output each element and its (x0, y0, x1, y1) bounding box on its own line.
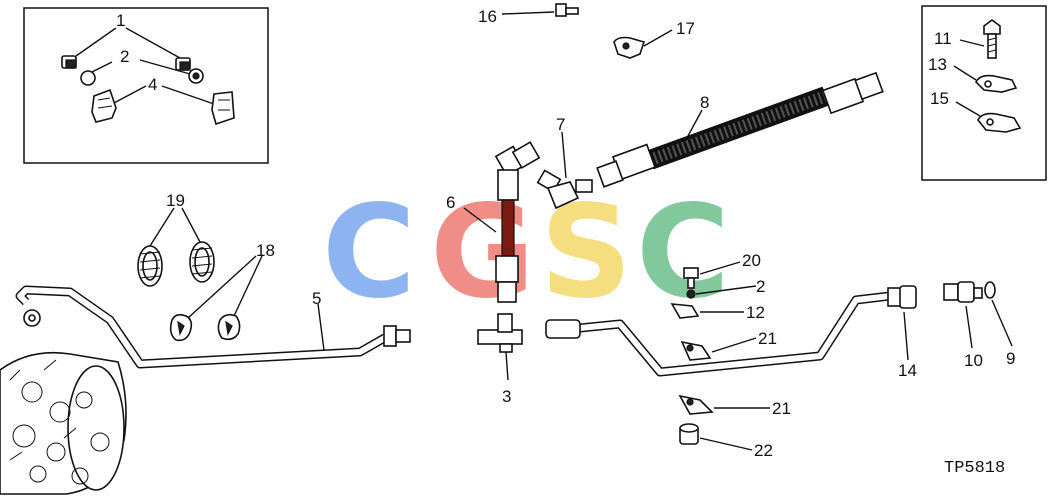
elbow-part-7 (536, 169, 593, 210)
fitting-part-10 (943, 281, 983, 303)
clamp-part-15 (977, 112, 1022, 133)
bolt-part-16 (555, 3, 579, 17)
tube-part-5 (15, 285, 411, 369)
nut-part-22 (679, 423, 699, 445)
washer-part-2 (686, 289, 696, 299)
top-left-parts-box (23, 7, 269, 164)
watermark-letter: C (636, 178, 730, 327)
callout-label: 10 (964, 351, 983, 370)
bolt-part-11 (983, 19, 1001, 59)
top-right-parts-box (921, 5, 1047, 181)
callout-label: 6 (446, 193, 455, 212)
callout-label: 17 (676, 19, 695, 38)
tee-part-3 (477, 313, 523, 353)
callout-label: 7 (556, 115, 565, 134)
callout-label: 2 (756, 277, 765, 296)
seal-part-9 (984, 281, 996, 299)
callout-label: 9 (1006, 349, 1015, 368)
bolt-part-20 (683, 267, 699, 289)
clip-part-4-right (211, 91, 235, 126)
watermark-letter: G (430, 178, 535, 327)
callout-label: 14 (898, 361, 917, 380)
fitting-part-1-left (61, 55, 77, 69)
callout-labels: 1 2 4 16 17 11 13 15 8 7 6 19 18 5 3 20 … (116, 7, 1015, 460)
hose-part-6 (494, 141, 541, 303)
clamp-part-13 (975, 74, 1018, 93)
callout-label: 12 (746, 303, 765, 322)
callout-label: 4 (148, 75, 157, 94)
callout-label: 3 (502, 387, 511, 406)
callout-label: 20 (742, 251, 761, 270)
callout-label: 15 (930, 89, 949, 108)
clip-part-4-left (91, 88, 117, 123)
clamp-part-17 (613, 36, 646, 59)
callout-label: 21 (758, 329, 777, 348)
callout-label: 5 (312, 289, 321, 308)
callout-label: 22 (754, 441, 773, 460)
washer-part-2-left (80, 70, 96, 86)
clamp-part-21-upper (680, 340, 712, 361)
pump-body (0, 351, 127, 495)
callout-label: 1 (116, 11, 125, 30)
callout-label: 16 (478, 7, 497, 26)
clamp-part-21-lower (678, 394, 714, 415)
watermark: C G S C (322, 178, 730, 327)
callout-label: 8 (700, 93, 709, 112)
callout-label: 21 (772, 399, 791, 418)
callout-label: 19 (166, 191, 185, 210)
callout-label: 2 (120, 47, 129, 66)
tube-part-14 (545, 285, 917, 377)
callout-label: 18 (256, 241, 275, 260)
hose-clamps-part-19 (137, 241, 215, 287)
figure-code: TP5818 (944, 459, 1005, 478)
watermark-letter: C (322, 178, 416, 327)
clamp-part-12 (670, 303, 700, 319)
hose-part-8 (596, 71, 884, 188)
callout-label: 11 (934, 29, 952, 48)
callout-label: 13 (928, 55, 947, 74)
clips-part-18 (169, 313, 241, 342)
fitting-part-1-right (175, 57, 191, 71)
